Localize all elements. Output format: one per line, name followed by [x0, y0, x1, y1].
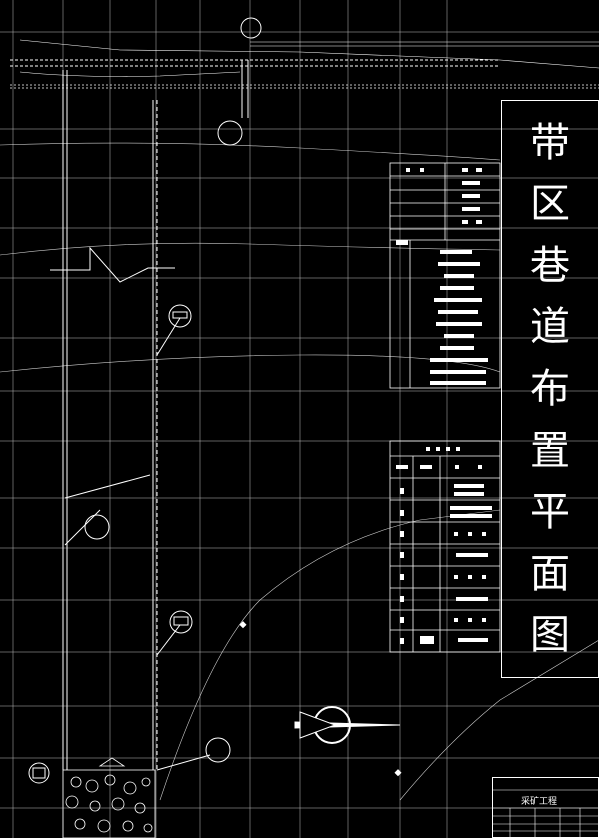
- legend-table-equipment: [389, 440, 501, 653]
- well-symbol-icon: [28, 762, 50, 784]
- title-char: 布: [530, 365, 570, 412]
- rail-car-icon: [169, 610, 193, 634]
- title-char: 面: [530, 550, 570, 597]
- legend-table-roadways: [389, 162, 501, 389]
- title-char: 带: [530, 119, 570, 166]
- title-char: 置: [530, 427, 570, 474]
- main-haulage-roadway: [10, 39, 599, 89]
- conveyor-icon: [168, 304, 192, 328]
- title-char: 图: [530, 612, 570, 659]
- gob-area: [62, 757, 156, 838]
- title-block-grid: [492, 789, 599, 838]
- diamond-markers: [239, 621, 402, 777]
- inclined-roadways: [50, 60, 249, 771]
- title-char: 道: [530, 304, 570, 351]
- title-char: 平: [530, 489, 570, 536]
- title-block: 采矿工程: [492, 777, 599, 838]
- drawing-title: 带 区 巷 道 布 置 平 面 图: [501, 100, 599, 678]
- title-char: 区: [530, 181, 570, 228]
- compass-rose-icon: [294, 706, 401, 744]
- title-char: 巷: [530, 242, 570, 289]
- fan-icon: [84, 17, 262, 763]
- project-name: 采矿工程: [521, 797, 558, 807]
